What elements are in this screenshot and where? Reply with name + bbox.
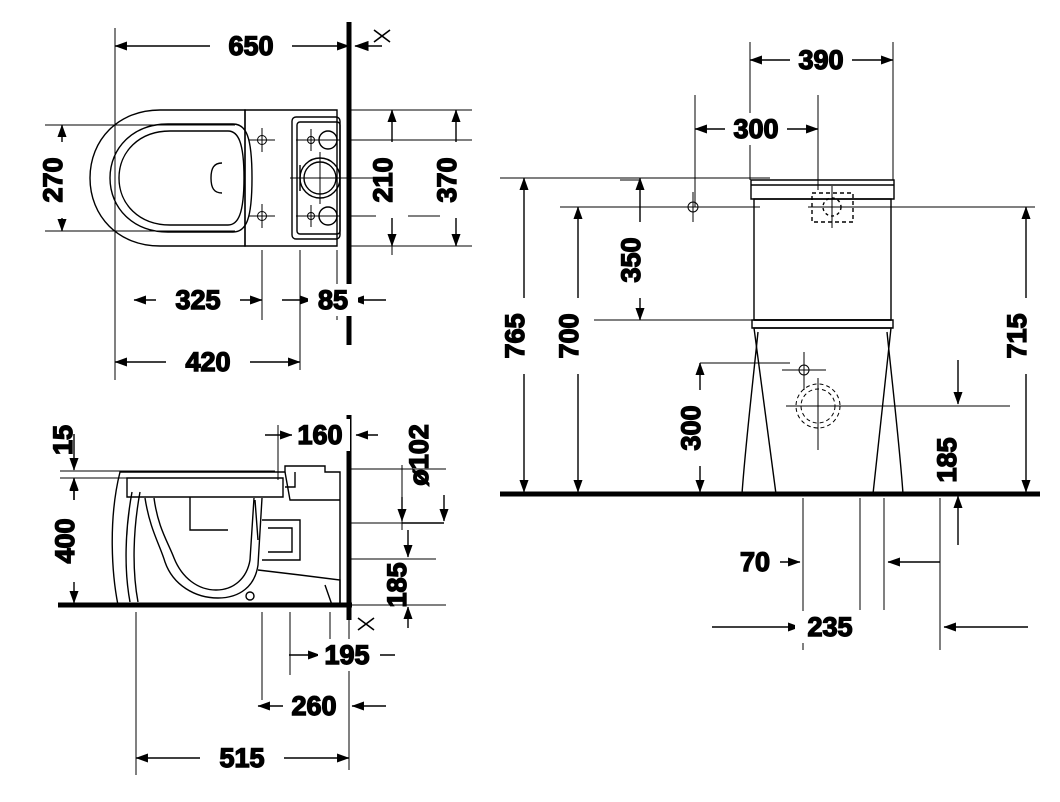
front-dim-300-v [684, 362, 716, 493]
top-dim-325-label: 325 [175, 285, 220, 315]
top-dim-650 [114, 30, 350, 62]
bowl-outer-plan [89, 109, 246, 247]
top-dim-270-label: 270 [38, 157, 68, 202]
front-dim-350-label: 350 [616, 237, 646, 282]
flush-plate-outline [811, 192, 854, 223]
bowl-front-left-curve [741, 331, 759, 495]
top-dim-420 [114, 346, 301, 378]
top-view-centre-marks [249, 128, 392, 228]
front-dim-185 [888, 360, 1006, 545]
side-view-extension-lines [60, 425, 446, 775]
front-view-group: 390 300 350 700 765 715 [499, 42, 1042, 650]
top-view-group: 650 270 210 370 325 [37, 22, 472, 380]
side-dim-195-label: 195 [324, 640, 369, 670]
side-dim-d102 [397, 495, 449, 524]
top-dim-210-label: 210 [368, 157, 398, 202]
bowl-cavity [144, 497, 263, 599]
top-view-break-mark [354, 29, 391, 52]
top-dim-270 [46, 124, 78, 232]
bowl-inner-wall-front [125, 491, 133, 603]
outlet-horn-outer [262, 519, 301, 561]
drain-mark [245, 591, 255, 601]
front-view-toilet-outline [741, 179, 904, 495]
side-dim-260 [257, 690, 386, 722]
side-dim-515-label: 515 [219, 743, 264, 773]
top-dim-370-label: 370 [432, 157, 462, 202]
front-dim-390 [749, 44, 894, 76]
seat-inner-plan [118, 130, 245, 226]
cistern-base-band [751, 319, 894, 329]
front-dim-300v-label: 300 [676, 405, 706, 450]
side-dim-195 [289, 639, 395, 671]
front-dim-235-label: 235 [807, 612, 852, 642]
side-dim-185-label: 185 [382, 562, 412, 607]
side-dim-d102-label: ø102 [404, 424, 434, 486]
top-dim-210 [376, 109, 408, 247]
front-dim-765 [508, 177, 540, 493]
tank-step [285, 472, 296, 488]
bowl-skirt [257, 569, 341, 605]
side-dim-400 [58, 477, 90, 604]
side-dim-260-label: 260 [291, 691, 336, 721]
front-dim-765-label: 765 [500, 313, 530, 358]
top-dim-325 [133, 284, 263, 316]
front-dim-700 [562, 206, 594, 493]
seat-ring-plan [109, 123, 253, 233]
side-dim-515 [135, 742, 350, 774]
rim-edge [254, 499, 259, 541]
side-dim-160-label: 160 [297, 420, 342, 450]
front-dim-300h-label: 300 [733, 114, 778, 144]
rim-ledge-1 [189, 497, 228, 531]
top-dim-85-label: 85 [318, 285, 348, 315]
side-view-break-mark [357, 617, 375, 631]
side-section-view-group: 15 160 400 ø102 185 [47, 415, 449, 775]
front-dim-390-label: 390 [798, 45, 843, 75]
bowl-front [753, 327, 892, 495]
top-dim-85 [282, 284, 386, 316]
front-dim-70-label: 70 [740, 547, 770, 577]
front-dim-350 [624, 177, 656, 321]
top-dim-420-label: 420 [185, 347, 230, 377]
bowl-inner-wall-front2 [133, 491, 141, 603]
side-dim-15-label: 15 [48, 425, 78, 455]
front-dim-185-label: 185 [932, 437, 962, 482]
front-dim-715-label: 715 [1002, 313, 1032, 358]
front-dim-715 [1010, 206, 1042, 493]
seat-notch-plan [210, 162, 223, 194]
top-dim-650-label: 650 [228, 31, 273, 61]
outlet-horn-inner [268, 527, 293, 553]
front-dim-235 [712, 611, 1028, 643]
bowl-front-right-curve [886, 331, 904, 495]
side-dim-400-label: 400 [50, 518, 80, 563]
front-dim-300-h [694, 113, 819, 145]
bowl-outer-section [111, 465, 341, 606]
top-dim-370 [440, 109, 472, 247]
bowl-cavity-inner [153, 497, 255, 591]
tank-base-plan [244, 109, 338, 247]
cistern-lid [750, 179, 895, 200]
tank-shelf [284, 471, 340, 501]
side-dim-160 [265, 419, 378, 451]
skirt-edge [324, 584, 333, 606]
front-dim-70 [730, 546, 940, 578]
front-dim-700-label: 700 [554, 313, 584, 358]
